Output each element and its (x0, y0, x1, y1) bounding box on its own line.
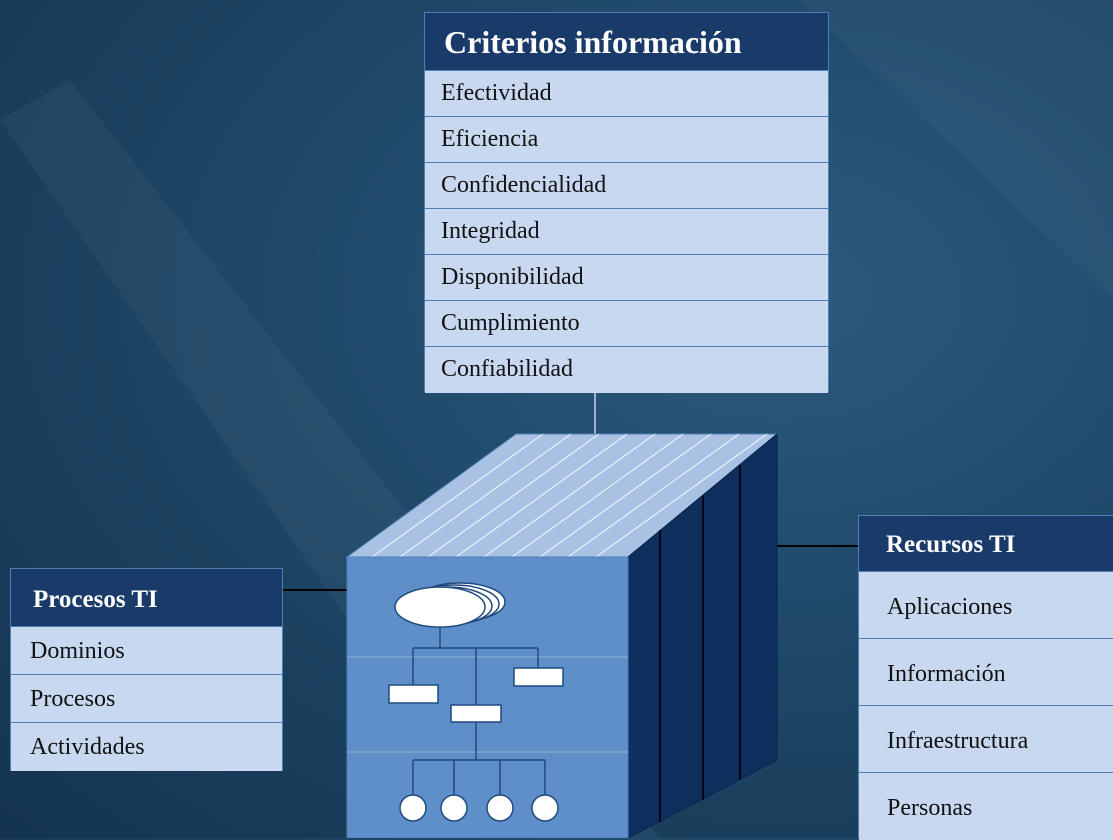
recurso-item: Aplicaciones (859, 572, 1113, 639)
cube-side-slices (659, 465, 741, 822)
cube-top-stripes (371, 433, 768, 558)
recurso-item: Personas (859, 773, 1113, 840)
procesos-ti-box: Procesos TI Dominios Procesos Actividade… (10, 568, 283, 771)
proceso-item: Dominios (11, 627, 282, 675)
criterio-item: Eficiencia (425, 117, 828, 163)
recurso-item: Infraestructura (859, 706, 1113, 773)
criterios-informacion-box: Criterios información Efectividad Eficie… (424, 12, 829, 393)
process-boxes (388, 667, 564, 723)
process-tree (412, 627, 546, 795)
recursos-ti-box: Recursos TI Aplicaciones Información Inf… (858, 515, 1113, 840)
recurso-item: Información (859, 639, 1113, 706)
proceso-item: Procesos (11, 675, 282, 723)
criterio-item: Cumplimiento (425, 301, 828, 347)
proceso-item: Actividades (11, 723, 282, 771)
procesos-title: Procesos TI (11, 569, 282, 627)
recursos-title: Recursos TI (859, 516, 1113, 572)
criterio-item: Integridad (425, 209, 828, 255)
criterio-item: Efectividad (425, 71, 828, 117)
criterio-item: Confidencialidad (425, 163, 828, 209)
activity-circles (399, 794, 559, 822)
criterios-title: Criterios información (425, 13, 828, 71)
domain-ellipses (394, 582, 506, 628)
criterio-item: Confiabilidad (425, 347, 828, 393)
criterio-item: Disponibilidad (425, 255, 828, 301)
